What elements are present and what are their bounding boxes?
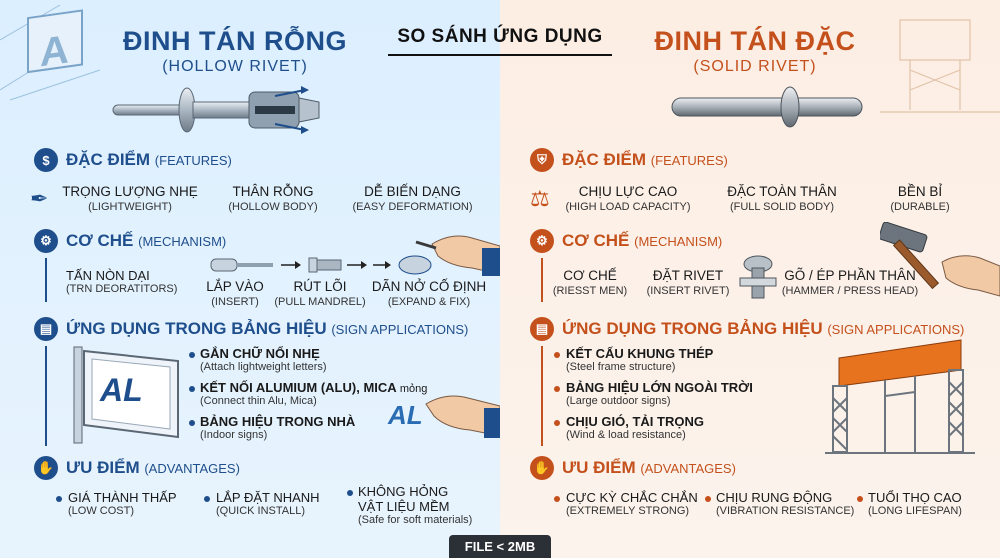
left-feature-item: DỄ BIẾN DẠNG(EASY DEFORMATION) [352, 184, 473, 213]
left-mechanism-step: DÃN NỞ CỐ ĐỊNH(EXPAND & FIX) [371, 279, 487, 308]
rivet-head-icon [739, 255, 777, 299]
shield-icon: ⛨ [530, 148, 554, 172]
hand-letters: AL [388, 400, 423, 430]
right-advantage-item: CỰC KỲ CHẮC CHẮN(EXTREMELY STRONG) [566, 490, 698, 517]
right-application-item: CHỊU GIÓ, TẢI TRỌNG(Wind & load resistan… [566, 414, 704, 441]
left-application-item: BẢNG HIỆU TRONG NHÀ(Indoor signs) [200, 414, 356, 441]
hand-icon [425, 395, 500, 438]
thumbs-up-icon: ✋ [530, 456, 554, 480]
left-applications-heading: ỨNG DỤNG TRONG BẢNG HIỆU (SIGN APPLICATI… [66, 319, 469, 338]
solid-rivet-illustration-icon [671, 86, 863, 128]
hollow-rivet-illustration-icon [112, 86, 320, 134]
right-application-item: BẢNG HIỆU LỚN NGOÀI TRỜI(Large outdoor s… [566, 380, 753, 407]
left-title: ĐINH TÁN RỖNG [123, 26, 347, 56]
left-application-item: GẮN CHỮ NỔI NHẸ(Attach lightweight lette… [200, 346, 327, 373]
billboard-sketch-icon [880, 19, 1000, 113]
solid-rivet-panel: ĐINH TÁN ĐẶC (SOLID RIVET) ⛨ ĐẶC ĐIỂM (F… [500, 0, 1000, 558]
right-feature-item: BỀN BỈ(DURABLE) [890, 184, 950, 213]
right-mechanism-step: CƠ CHẾ(RIESST MEN) [552, 268, 628, 297]
steel-billboard-illustration-icon [825, 339, 975, 454]
right-applications-heading: ỨNG DỤNG TRONG BẢNG HIỆU (SIGN APPLICATI… [562, 319, 965, 338]
title-underline [388, 54, 612, 56]
right-mechanism-step: ĐẶT RIVET(INSERT RIVET) [646, 268, 730, 297]
right-advantage-item: TUỔI THỌ CAO(LONG LIFESPAN) [868, 490, 962, 517]
weight-icon: ⚖ [530, 186, 550, 211]
right-mechanism-step: GÕ / ÉP PHẦN THÂN(HAMMER / PRESS HEAD) [781, 268, 919, 297]
hollow-rivet-panel: A ĐINH TÁN RỖNG (HOLLOW RIVET) $ ĐẶC ĐIỂ… [0, 0, 500, 558]
comparison-title: SO SÁNH ỨNG DỤNG [397, 26, 603, 47]
left-mechanism-heading: CƠ CHẾ (MECHANISM) [66, 231, 227, 250]
left-advantage-item: GIÁ THÀNH THẤP(LOW COST) [68, 490, 177, 517]
feather-icon: ✒ [30, 186, 49, 211]
right-advantage-item: CHỊU RUNG ĐỘNG(VIBRATION RESISTANCE) [716, 490, 855, 517]
right-feature-item: ĐẶC TOÀN THÂN(FULL SOLID BODY) [727, 184, 837, 213]
left-features-heading: ĐẶC ĐIỂM (FEATURES) [66, 150, 232, 169]
right-advantages-heading: ƯU ĐIỂM (ADVANTAGES) [562, 458, 736, 477]
document-icon: ▤ [34, 317, 58, 341]
dollar-icon: $ [34, 148, 58, 172]
left-feature-item: THÂN RỖNG(HOLLOW BODY) [228, 184, 318, 213]
sign-letters: AL [100, 372, 143, 408]
file-size-badge: FILE < 2MB [449, 535, 551, 558]
right-features-heading: ĐẶC ĐIỂM (FEATURES) [562, 150, 728, 169]
left-subtitle: (HOLLOW RIVET) [162, 58, 308, 75]
right-title: ĐINH TÁN ĐẶC [654, 26, 856, 56]
mechanism-steps-diagram-icon [210, 255, 432, 275]
sign-board-illustration-icon [73, 346, 179, 444]
left-application-item: KẾT NỐI ALUMIUM (ALU), MICA mỏng(Connect… [200, 380, 428, 407]
left-advantages-heading: ƯU ĐIỂM (ADVANTAGES) [66, 458, 240, 477]
right-subtitle: (SOLID RIVET) [693, 58, 817, 75]
left-mechanism-step: RÚT LÕI(PULL MANDREL) [274, 279, 366, 308]
left-feature-item: TRỌNG LƯỢNG NHẸ(LIGHTWEIGHT) [62, 184, 198, 213]
document-icon: ▤ [530, 317, 554, 341]
left-mechanism-step: LẮP VÀO(INSERT) [206, 279, 264, 308]
gear-icon: ⚙ [34, 229, 58, 253]
letter-sign-sketch-icon: A [0, 4, 101, 101]
thumbs-up-icon: ✋ [34, 456, 58, 480]
hand-tool-icon [415, 235, 500, 276]
svg-text:A: A [40, 26, 69, 75]
gear-icon: ⚙ [530, 229, 554, 253]
left-mechanism-side-label: TẤN NÒN DẠI(TRN DEORATITORS) [66, 268, 178, 295]
left-advantage-item: LẮP ĐẶT NHANH(QUICK INSTALL) [216, 490, 320, 517]
right-application-item: KẾT CẤU KHUNG THÉP(Steel frame structure… [566, 346, 714, 373]
right-feature-item: CHỊU LỰC CAO(HIGH LOAD CAPACITY) [565, 184, 691, 213]
right-mechanism-heading: CƠ CHẾ (MECHANISM) [562, 231, 723, 250]
hammer-icon [880, 222, 1000, 297]
